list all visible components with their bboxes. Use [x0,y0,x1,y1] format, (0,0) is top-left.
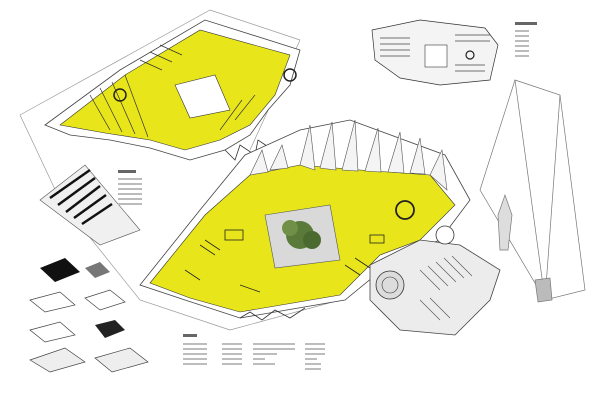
upper-plan-sawtooth [224,139,271,161]
secondary-wing-floor [369,239,501,336]
courtyard-tree [282,220,321,249]
tower-wireframe [479,79,586,303]
small-diagram-4 [84,289,126,311]
rotunda [375,270,405,300]
rotunda-inner [381,276,399,294]
small-diagram-5 [29,321,76,343]
upper-floor-plan [44,19,301,161]
upper-plan-void [174,74,231,119]
upper-level-void [424,44,448,68]
envelope-edge-left [19,114,231,331]
main-plan-spiral [395,200,415,220]
small-diagram-2 [85,262,110,278]
upper-level-plan [371,19,537,86]
small-diagram-6 [95,320,125,338]
sawtooth-walls [249,119,448,191]
upper-plan-floor [59,29,291,151]
secondary-drum [435,225,455,245]
legend-block [183,334,325,370]
small-diagram-3 [29,291,76,313]
main-plan-edge-detail [239,307,306,321]
upper-plan-spiral-2 [283,68,297,82]
section-legend [118,170,142,205]
main-floor-plan [139,119,471,321]
upper-plan-spiral [113,88,127,102]
section-diagram-black [39,164,142,246]
seating-rows [419,255,473,321]
small-diagram-8 [94,347,149,373]
small-diagram-1 [40,258,80,282]
upper-level-plan-hatching [380,34,490,72]
small-diagram-7 [29,347,86,373]
main-plan-furniture [184,229,385,293]
small-diagrams [29,258,149,373]
secondary-wing [369,225,501,336]
envelope-edge-top [19,9,301,116]
upper-level-legend [515,22,537,57]
upper-level-spiral [465,50,475,60]
black-stair-steps [49,168,113,226]
